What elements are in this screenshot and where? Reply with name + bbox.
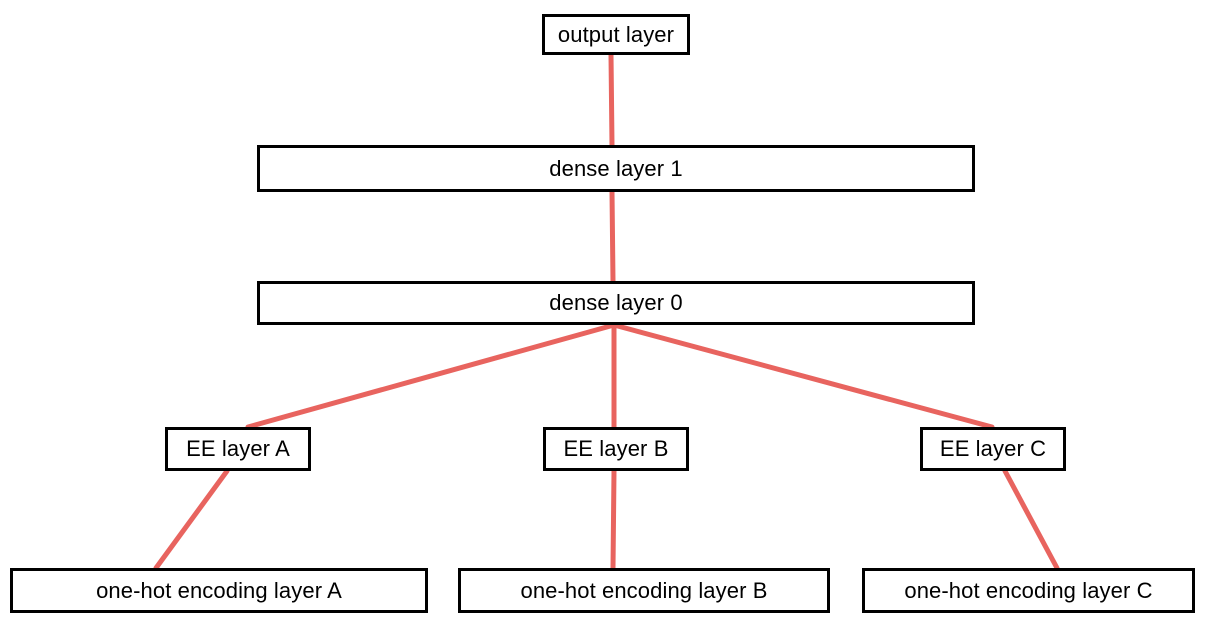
node-dense-layer-0[interactable]: dense layer 0 [257,281,975,325]
connector-edge-onehotc-eec [1002,468,1060,571]
node-one-hot-encoding-layer-a[interactable]: one-hot encoding layer A [10,568,428,613]
node-label-one-hot-encoding-layer-a: one-hot encoding layer A [96,577,342,603]
node-dense-layer-1[interactable]: dense layer 1 [257,145,975,192]
node-ee-layer-a[interactable]: EE layer A [165,427,311,471]
node-label-output-layer: output layer [557,21,675,47]
connector-lines [153,52,1060,571]
node-label-ee-layer-a: EE layer A [186,436,290,461]
connector-edge-dense0-dense1 [609,189,616,284]
node-label-one-hot-encoding-layer-c: one-hot encoding layer C [904,577,1153,603]
node-label-ee-layer-b: EE layer B [563,436,669,461]
connector-edge-eea-dense0 [245,322,617,430]
node-label-dense-layer-1: dense layer 1 [549,155,683,181]
node-output-layer[interactable]: output layer [542,14,690,55]
connector-edge-onehotb-eeb [610,468,617,571]
connector-edge-onehota-eea [153,468,230,571]
node-one-hot-encoding-layer-c[interactable]: one-hot encoding layer C [862,568,1195,613]
node-ee-layer-c[interactable]: EE layer C [920,427,1066,471]
node-label-dense-layer-0: dense layer 0 [549,290,683,315]
node-label-ee-layer-c: EE layer C [939,436,1047,461]
node-label-one-hot-encoding-layer-b: one-hot encoding layer B [520,577,768,603]
node-one-hot-encoding-layer-b[interactable]: one-hot encoding layer B [458,568,830,613]
connector-edge-dense1-output [608,52,615,148]
connector-edge-eec-dense0 [611,322,995,430]
node-ee-layer-b[interactable]: EE layer B [543,427,689,471]
